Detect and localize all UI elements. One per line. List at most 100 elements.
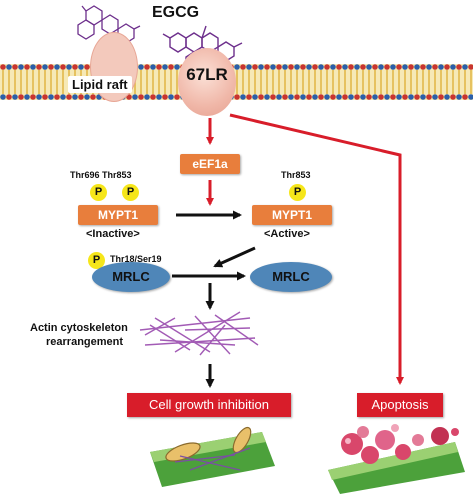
lipid-head [174,94,180,100]
lipid-head [276,64,282,70]
lipid-head [240,64,246,70]
lipid-head [312,94,318,100]
lipid-head [294,94,300,100]
lipid-head [18,94,24,100]
lipid-head [342,94,348,100]
lipid-head [360,64,366,70]
apoptosis-illustration [328,424,465,494]
lipid-head [288,94,294,100]
lipid-head [354,94,360,100]
phospho-p-thr696: P [90,184,107,201]
cell-growth-inhibition-box: Cell growth inhibition [127,393,291,417]
actin-network [139,311,259,356]
lipid-head [366,94,372,100]
lipid-head [78,64,84,70]
lipid-head [396,94,402,100]
lipid-head [84,94,90,100]
lipid-head [66,64,72,70]
lipid-head [390,64,396,70]
lipid-head [450,94,456,100]
lipid-head [48,64,54,70]
lipid-head [234,64,240,70]
mypt1-inactive-box: MYPT1 [78,205,158,225]
egcg-label: EGCG [152,4,200,21]
lipid-head [456,94,462,100]
lipid-head [282,94,288,100]
lipid-head [246,94,252,100]
lipid-head [36,64,42,70]
lipid-head [294,64,300,70]
lipid-head [288,64,294,70]
lipid-head [72,64,78,70]
lipid-head [402,94,408,100]
lipid-head [318,64,324,70]
lipid-head [324,64,330,70]
lipid-head [324,94,330,100]
cell-growth-illustration [150,426,275,487]
lipid-raft-label: Lipid raft [68,76,132,93]
lipid-head [42,64,48,70]
lipid-head [468,94,473,100]
lipid-head [60,94,66,100]
actin-label-line1: Actin cytoskeleton [30,322,128,334]
lipid-head [420,64,426,70]
lipid-head [90,94,96,100]
lipid-head [282,64,288,70]
lipid-head [174,64,180,70]
lipid-head [150,94,156,100]
lipid-head [378,64,384,70]
lipid-head [402,64,408,70]
lipid-head [156,64,162,70]
lipid-head [66,94,72,100]
lipid-head [54,64,60,70]
mypt1-inactive-sites: Thr696 Thr853 [70,170,132,180]
lipid-head [144,64,150,70]
lipid-head [468,64,473,70]
lipid-head [252,94,258,100]
lipid-head [462,64,468,70]
lipid-head [384,94,390,100]
lipid-head [348,94,354,100]
lipid-head [420,94,426,100]
lipid-head [330,94,336,100]
lipid-head [396,64,402,70]
lipid-head [258,94,264,100]
lipid-head [432,64,438,70]
lipid-head [234,94,240,100]
lipid-head [72,94,78,100]
actin-label-line2: rearrangement [46,336,124,348]
receptor-67lr: 67LR [178,48,236,116]
phospho-p-mrlc: P [88,252,105,269]
lipid-head [300,64,306,70]
lipid-head [264,64,270,70]
lipid-head [462,94,468,100]
lipid-head [12,64,18,70]
mypt1-active-state: <Active> [264,228,310,240]
lipid-head [138,94,144,100]
lipid-head [306,94,312,100]
lipid-head [18,64,24,70]
lipid-head [348,64,354,70]
lipid-head [414,94,420,100]
lipid-head [360,94,366,100]
lipid-head [366,64,372,70]
lipid-head [42,94,48,100]
lipid-head [6,64,12,70]
lipid-head [426,94,432,100]
lipid-head [426,64,432,70]
lipid-head [432,94,438,100]
lipid-head [438,64,444,70]
lipid-head [336,64,342,70]
lipid-head [24,64,30,70]
arrows [172,113,404,388]
lipid-head [0,94,6,100]
lipid-head [78,94,84,100]
lipid-head [168,64,174,70]
lipid-head [30,94,36,100]
lipid-head [342,64,348,70]
lipid-head [132,94,138,100]
lipid-head [252,64,258,70]
lipid-head [0,64,6,70]
lipid-head [318,94,324,100]
lipid-head [336,94,342,100]
